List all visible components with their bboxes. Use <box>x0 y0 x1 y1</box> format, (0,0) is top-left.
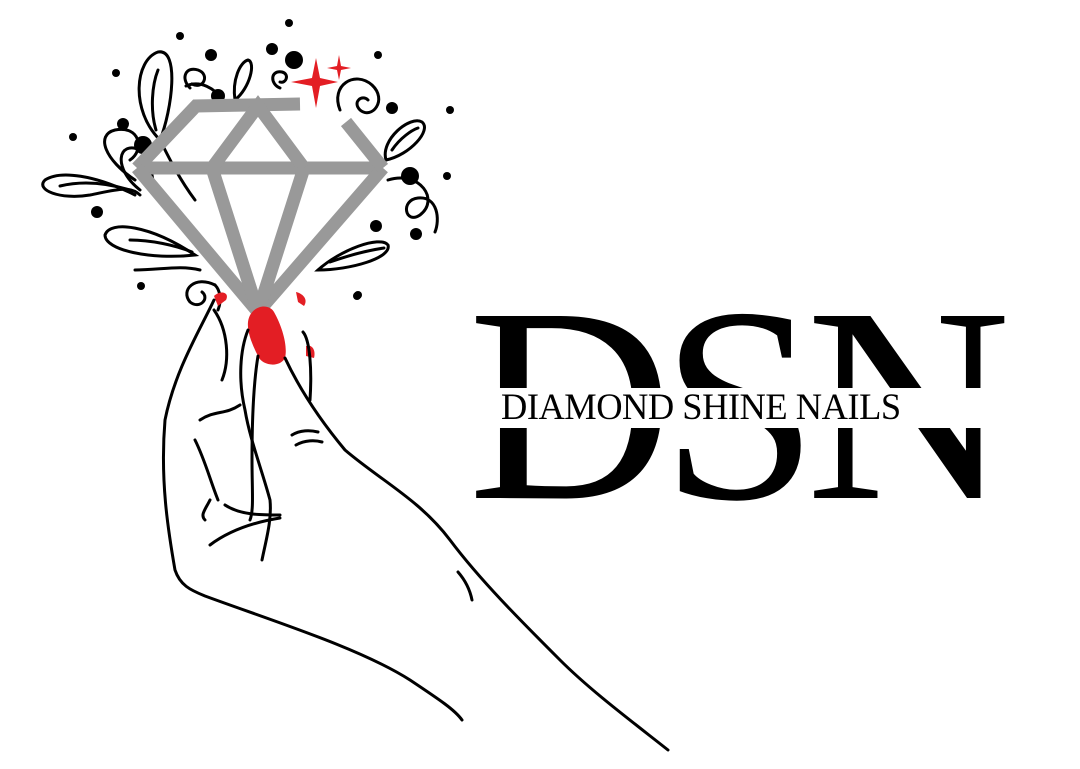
tagline-background <box>498 388 1016 428</box>
hand-icon <box>161 298 670 752</box>
sparkle-icon <box>291 55 351 108</box>
diamond-icon <box>132 95 389 334</box>
swirl-flourish-icon <box>41 50 439 312</box>
brand-monogram: DSN DIAMOND SHINE NAILS <box>468 266 1048 544</box>
dots-decoration <box>69 19 454 300</box>
brand-tagline: DIAMOND SHINE NAILS <box>501 387 901 428</box>
